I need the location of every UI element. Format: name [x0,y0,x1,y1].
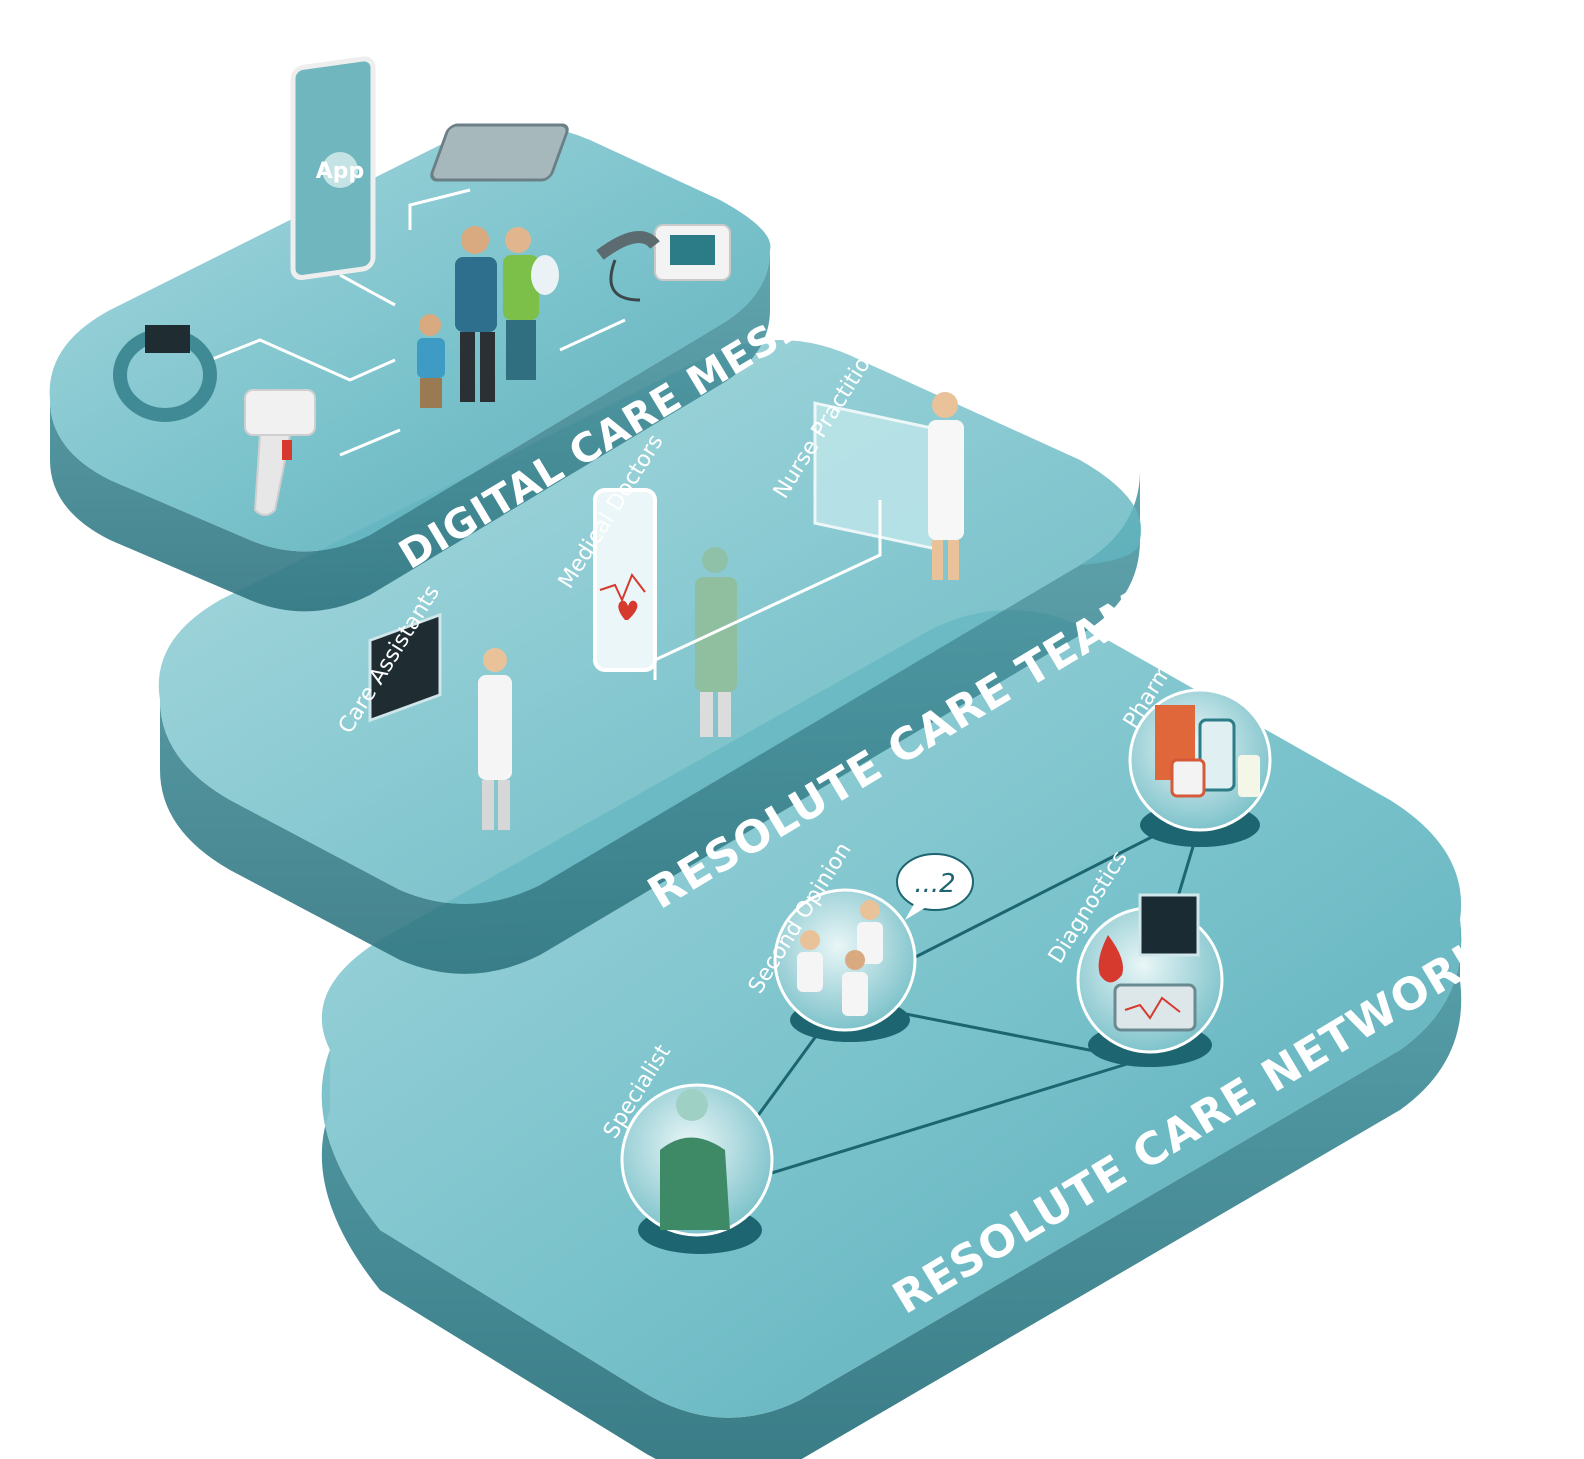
medical-doctor-station [593,488,737,737]
pill-bottle-icon [1198,718,1236,792]
nurse-body-icon [928,420,964,540]
doctor-body-icon [797,952,823,992]
baby-icon [531,255,559,295]
surgeon-body-icon [660,1137,730,1230]
network-platform: ...2 Pharmacy Second Opinion Diagnostics… [321,610,1501,1459]
care-assistant-head-icon [483,648,507,672]
pharmacy-node [1128,688,1272,847]
mother-body-icon [503,255,539,320]
surgeon-head-icon [676,1089,708,1121]
network-platform-side [321,920,1462,1459]
care-assistant-station [368,612,512,830]
doctor-head-icon [860,900,880,920]
mesh-circuit-lines [209,188,626,457]
diagnostic-monitor-icon [1113,983,1197,1032]
thermometer-icon [244,389,316,516]
xray-icon [1138,893,1200,957]
doctor-head-icon [702,547,728,573]
chat-bubble-text: ...2 [914,869,955,899]
child-head-icon [419,314,441,336]
doctor-body-icon [842,972,868,1016]
doctor-head-icon [800,930,820,950]
medicine-jar-icon [1170,758,1206,798]
tablet-ecg-icon [593,488,657,672]
smart-scale-icon [430,123,569,182]
phone-app-device: App [290,56,376,281]
diagnostics-node [1076,893,1224,1067]
doctor-gown-icon [695,577,737,692]
blood-drop-icon [1098,935,1124,983]
blood-pressure-monitor-icon [596,224,731,302]
ecg-monitor-icon [368,612,442,723]
father-head-icon [461,226,489,254]
dropper-bottle-icon [1238,755,1260,797]
mesh-platform-top [49,125,771,552]
father-body-icon [455,257,497,332]
mother-head-icon [505,227,531,253]
mesh-platform-side [50,250,770,612]
team-connection-line [653,500,882,680]
nurse-practitioner-station [813,392,964,580]
nurse-head-icon [932,392,958,418]
family-group [417,226,559,408]
doctor-body-icon [857,922,883,964]
phone-app-label: App [316,159,365,184]
specialist-node [620,1083,774,1254]
doctor-head-icon [845,950,865,970]
care-assistant-body-icon [478,675,512,780]
team-platform-side [160,470,1140,974]
second-opinion-node [773,888,917,1042]
chat-bubble: ...2 [896,853,974,920]
heart-icon [618,600,638,620]
smartwatch-icon [113,325,217,422]
child-body-icon [417,338,445,378]
